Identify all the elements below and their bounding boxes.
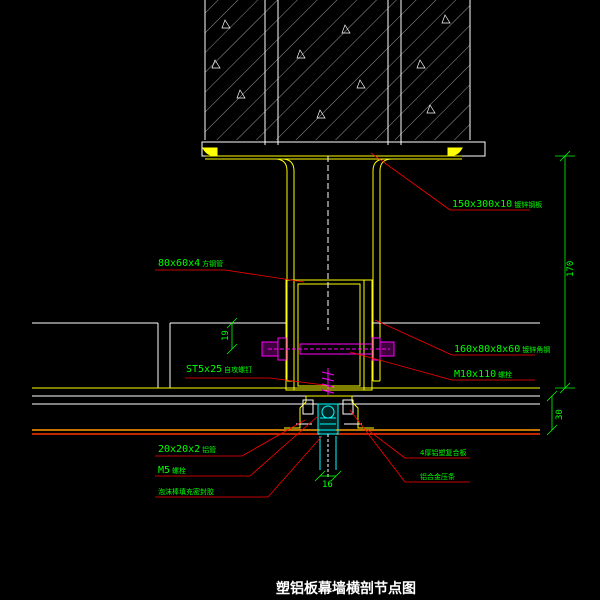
drawing-title: 塑铝板幕墙横剖节点图 xyxy=(276,580,416,597)
composite-panel xyxy=(32,429,540,435)
dimension-lines xyxy=(226,150,575,482)
dimension-texts: 170 30 19 16 xyxy=(221,261,576,490)
label-foam: 泡沫棒填充密封胶 xyxy=(158,487,214,496)
steel-bracket xyxy=(205,155,462,382)
leader-lines xyxy=(155,152,535,498)
dim-height-total: 170 xyxy=(566,261,576,277)
dim-height-lower: 30 xyxy=(555,409,565,420)
joint-detail xyxy=(284,395,374,478)
embed-plate xyxy=(201,141,486,157)
label-panel-right: 4厚铝塑复合板 xyxy=(420,448,466,457)
wall-lines xyxy=(32,322,540,405)
through-bolt xyxy=(261,337,395,395)
label-gasket-right: 铝合金压条 xyxy=(420,472,455,481)
dim-offset-left: 19 xyxy=(221,330,231,341)
dim-joint-width: 16 xyxy=(322,480,333,490)
concrete-wall xyxy=(204,0,471,145)
main-steel-tube xyxy=(293,156,365,391)
